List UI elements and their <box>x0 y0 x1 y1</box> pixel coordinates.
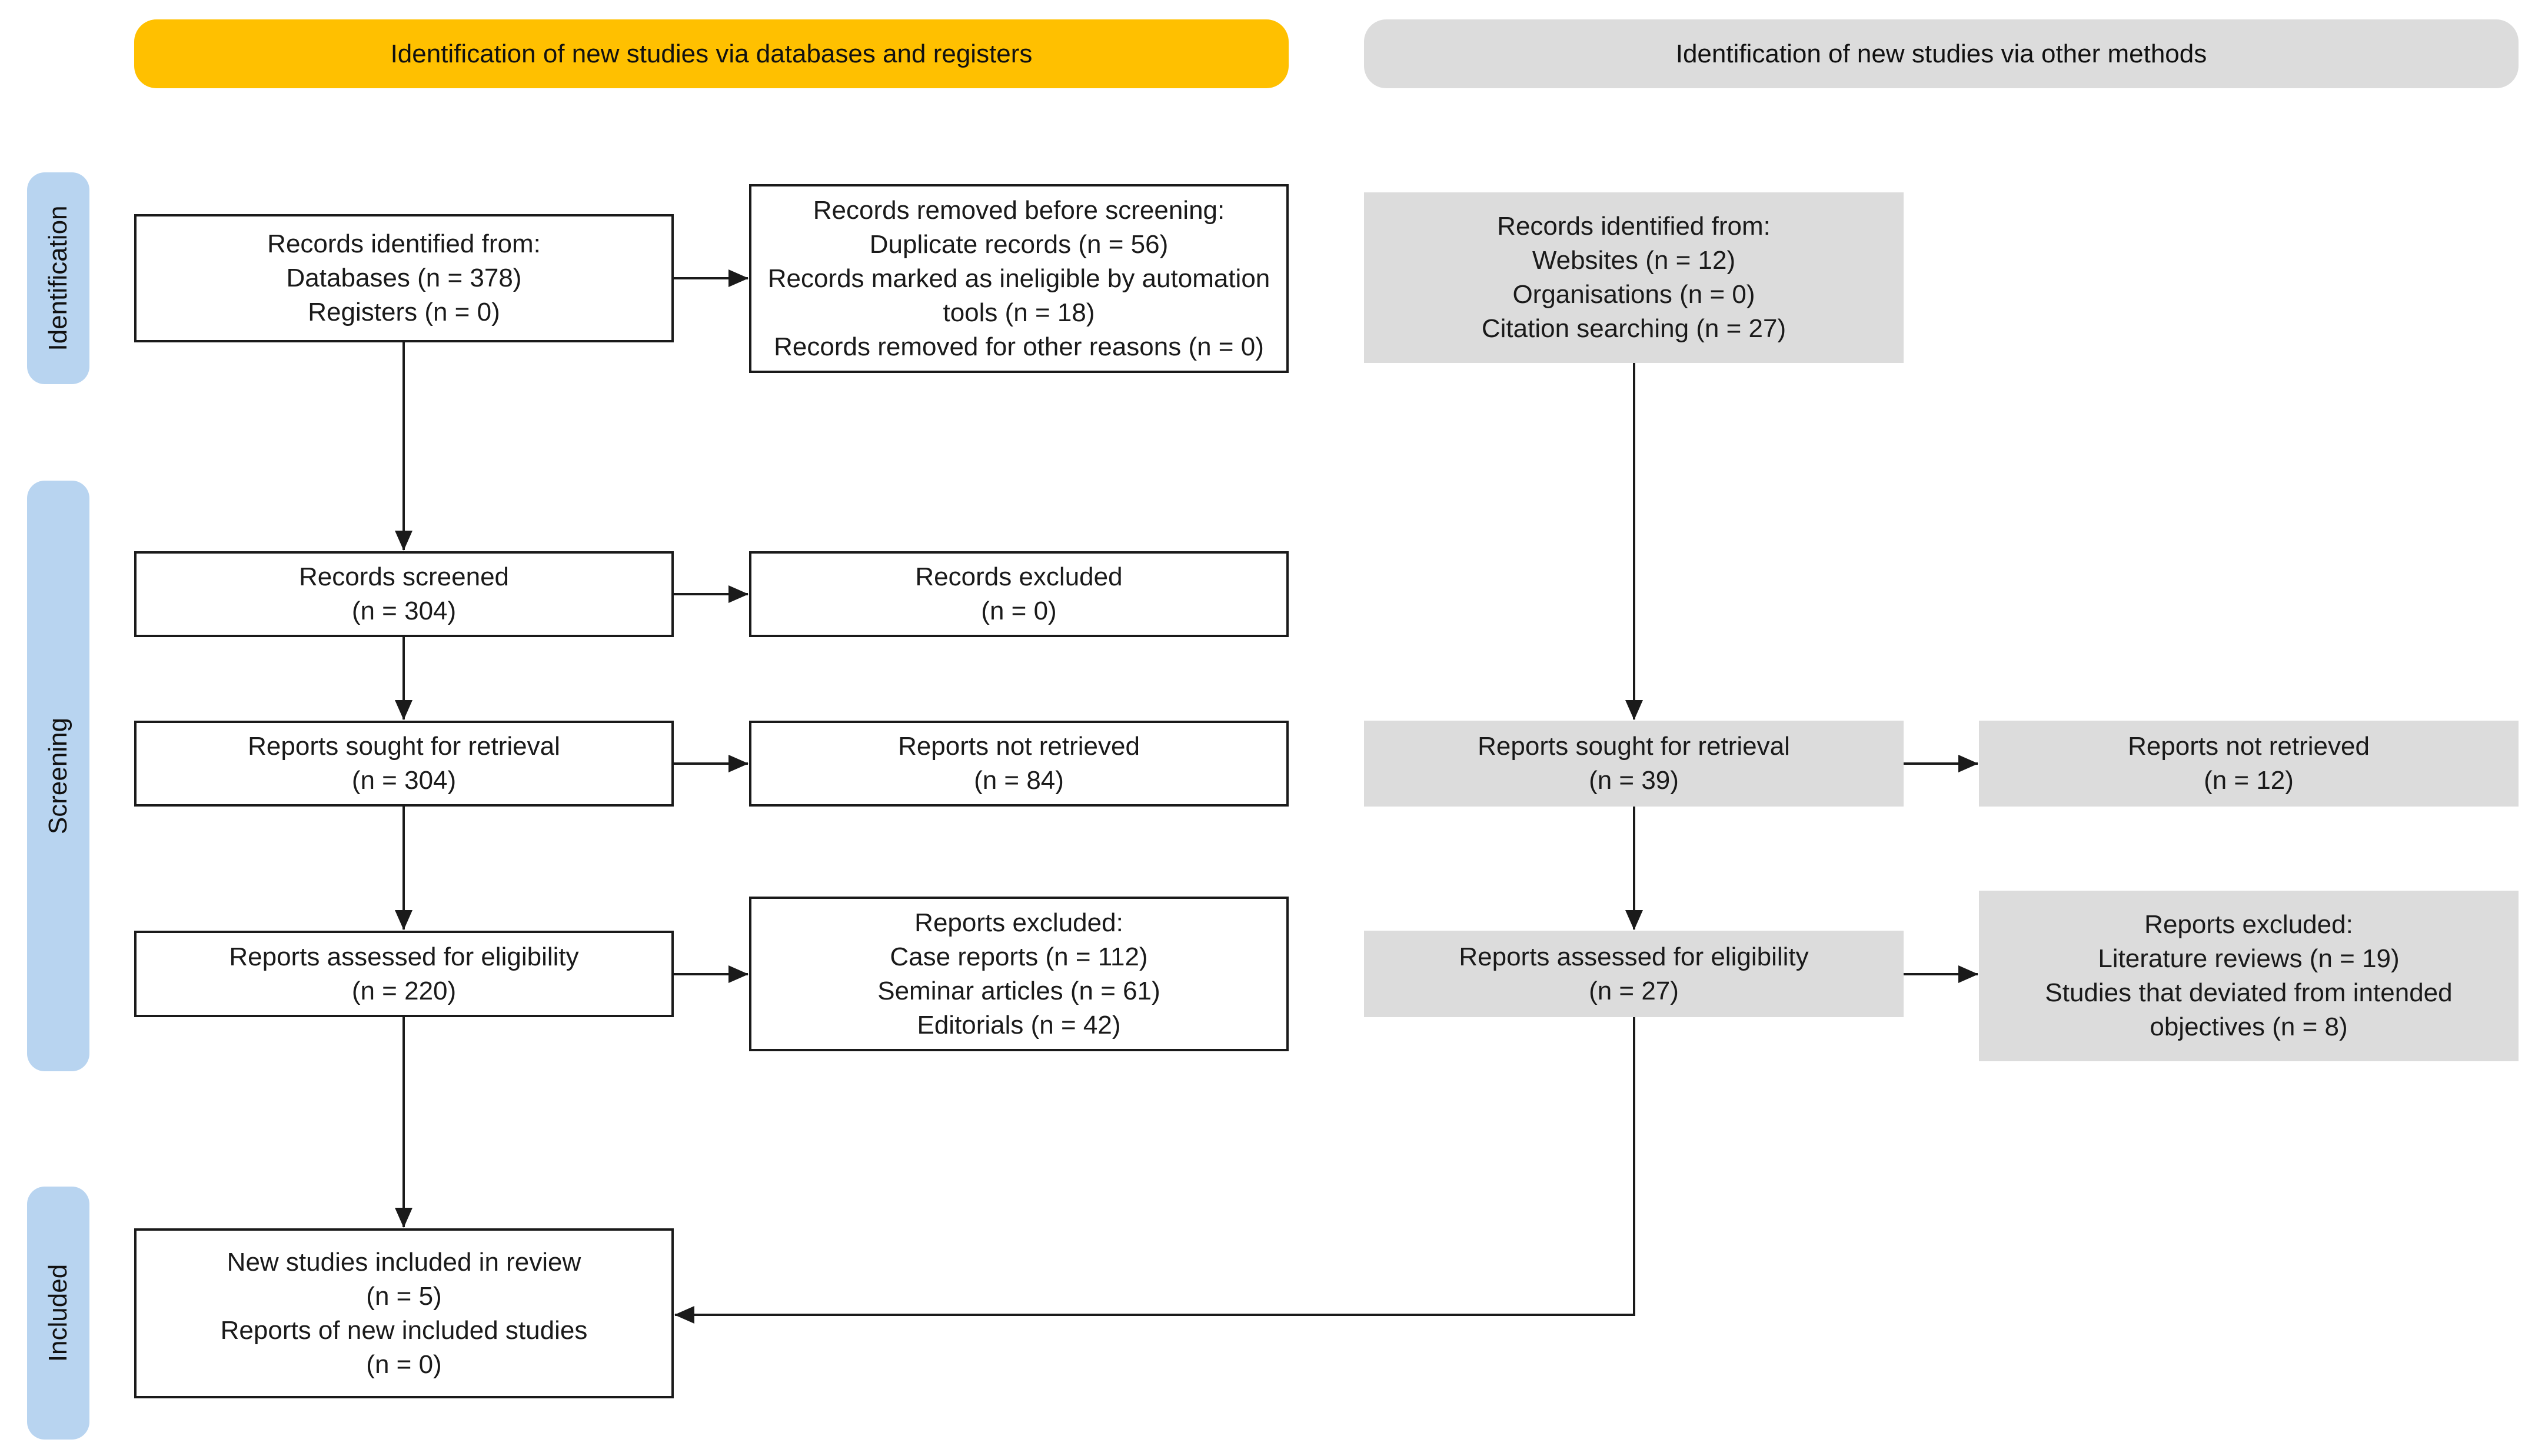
db-assessed-line: (n = 220) <box>351 976 457 1005</box>
phase-included: Included <box>27 1187 89 1440</box>
other-sought-line: Reports sought for retrieval <box>1478 732 1790 761</box>
db-not-retrieved-line: Reports not retrieved <box>898 732 1140 761</box>
db-records-excluded-box: Records excluded (n = 0) <box>749 551 1289 637</box>
db-reports-excluded-line: Case reports (n = 112) <box>890 942 1148 971</box>
db-not-retrieved-line: (n = 84) <box>974 766 1064 795</box>
other-reports-not-retrieved-box: Reports not retrieved (n = 12) <box>1979 721 2519 807</box>
db-records-screened-box: Records screened (n = 304) <box>134 551 674 637</box>
databases-header-label: Identification of new studies via databa… <box>390 39 1033 68</box>
other-records-identified-box: Records identified from: Websites (n = 1… <box>1364 192 1904 363</box>
db-reports-excluded-line: Reports excluded: <box>914 908 1123 937</box>
db-reports-excluded-line: Seminar articles (n = 61) <box>877 976 1160 1005</box>
db-reports-sought-box: Reports sought for retrieval (n = 304) <box>134 721 674 807</box>
other-identified-line: Citation searching (n = 27) <box>1481 314 1787 343</box>
db-excluded-line: (n = 0) <box>981 597 1057 625</box>
db-sought-line: (n = 304) <box>351 766 457 795</box>
db-screened-line: (n = 304) <box>351 597 457 625</box>
other-reports-excluded-line: Studies that deviated from intended <box>2045 978 2453 1007</box>
other-methods-header-label: Identification of new studies via other … <box>1675 39 2207 68</box>
other-reports-excluded-line: Reports excluded: <box>2144 910 2353 939</box>
other-methods-header: Identification of new studies via other … <box>1364 19 2519 88</box>
db-removed-line: Records marked as ineligible by automati… <box>767 264 1270 293</box>
other-reports-assessed-box: Reports assessed for eligibility (n = 27… <box>1364 931 1904 1017</box>
phase-screening-label: Screening <box>44 717 72 835</box>
other-not-retrieved-line: Reports not retrieved <box>2128 732 2370 761</box>
db-reports-assessed-box: Reports assessed for eligibility (n = 22… <box>134 931 674 1017</box>
db-identified-line: Records identified from: <box>267 229 541 258</box>
other-reports-excluded-line: objectives (n = 8) <box>2150 1012 2348 1041</box>
other-reports-excluded-line: Literature reviews (n = 19) <box>2098 944 2400 973</box>
studies-included-box: New studies included in review (n = 5) R… <box>134 1228 674 1398</box>
included-line: Reports of new included studies <box>220 1315 588 1345</box>
included-line: (n = 5) <box>366 1281 442 1311</box>
arrow-other-assessed-to-included <box>674 1017 1635 1324</box>
phase-identification-label: Identification <box>44 205 72 351</box>
db-assessed-line: Reports assessed for eligibility <box>229 942 579 971</box>
included-line: (n = 0) <box>366 1350 442 1379</box>
db-removed-line: tools (n = 18) <box>943 298 1095 327</box>
phase-identification: Identification <box>27 172 89 384</box>
db-identified-line: Databases (n = 378) <box>286 264 522 292</box>
db-removed-line: Records removed before screening: <box>813 195 1225 225</box>
db-reports-excluded-box: Reports excluded: Case reports (n = 112)… <box>749 897 1289 1051</box>
db-excluded-line: Records excluded <box>915 562 1123 591</box>
db-reports-excluded-line: Editorials (n = 42) <box>917 1010 1121 1039</box>
databases-header: Identification of new studies via databa… <box>134 19 1289 88</box>
db-reports-not-retrieved-box: Reports not retrieved (n = 84) <box>749 721 1289 807</box>
other-not-retrieved-line: (n = 12) <box>2204 766 2294 795</box>
other-identified-line: Websites (n = 12) <box>1532 246 1736 275</box>
db-records-identified-box: Records identified from: Databases (n = … <box>134 214 674 342</box>
other-reports-excluded-box: Reports excluded: Literature reviews (n … <box>1979 891 2519 1061</box>
other-identified-line: Records identified from: <box>1497 212 1771 241</box>
other-assessed-line: (n = 27) <box>1589 976 1679 1005</box>
db-identified-line: Registers (n = 0) <box>308 298 500 326</box>
db-sought-line: Reports sought for retrieval <box>248 732 560 761</box>
other-reports-sought-box: Reports sought for retrieval (n = 39) <box>1364 721 1904 807</box>
db-removed-line: Records removed for other reasons (n = 0… <box>774 332 1264 361</box>
db-screened-line: Records screened <box>298 562 510 591</box>
included-line: New studies included in review <box>227 1247 581 1277</box>
other-assessed-line: Reports assessed for eligibility <box>1459 942 1809 971</box>
other-identified-line: Organisations (n = 0) <box>1512 280 1755 309</box>
phase-included-label: Included <box>44 1264 72 1362</box>
db-records-removed-box: Records removed before screening: Duplic… <box>749 184 1289 373</box>
phase-screening: Screening <box>27 481 89 1071</box>
other-sought-line: (n = 39) <box>1589 766 1679 795</box>
db-removed-line: Duplicate records (n = 56) <box>869 229 1169 259</box>
